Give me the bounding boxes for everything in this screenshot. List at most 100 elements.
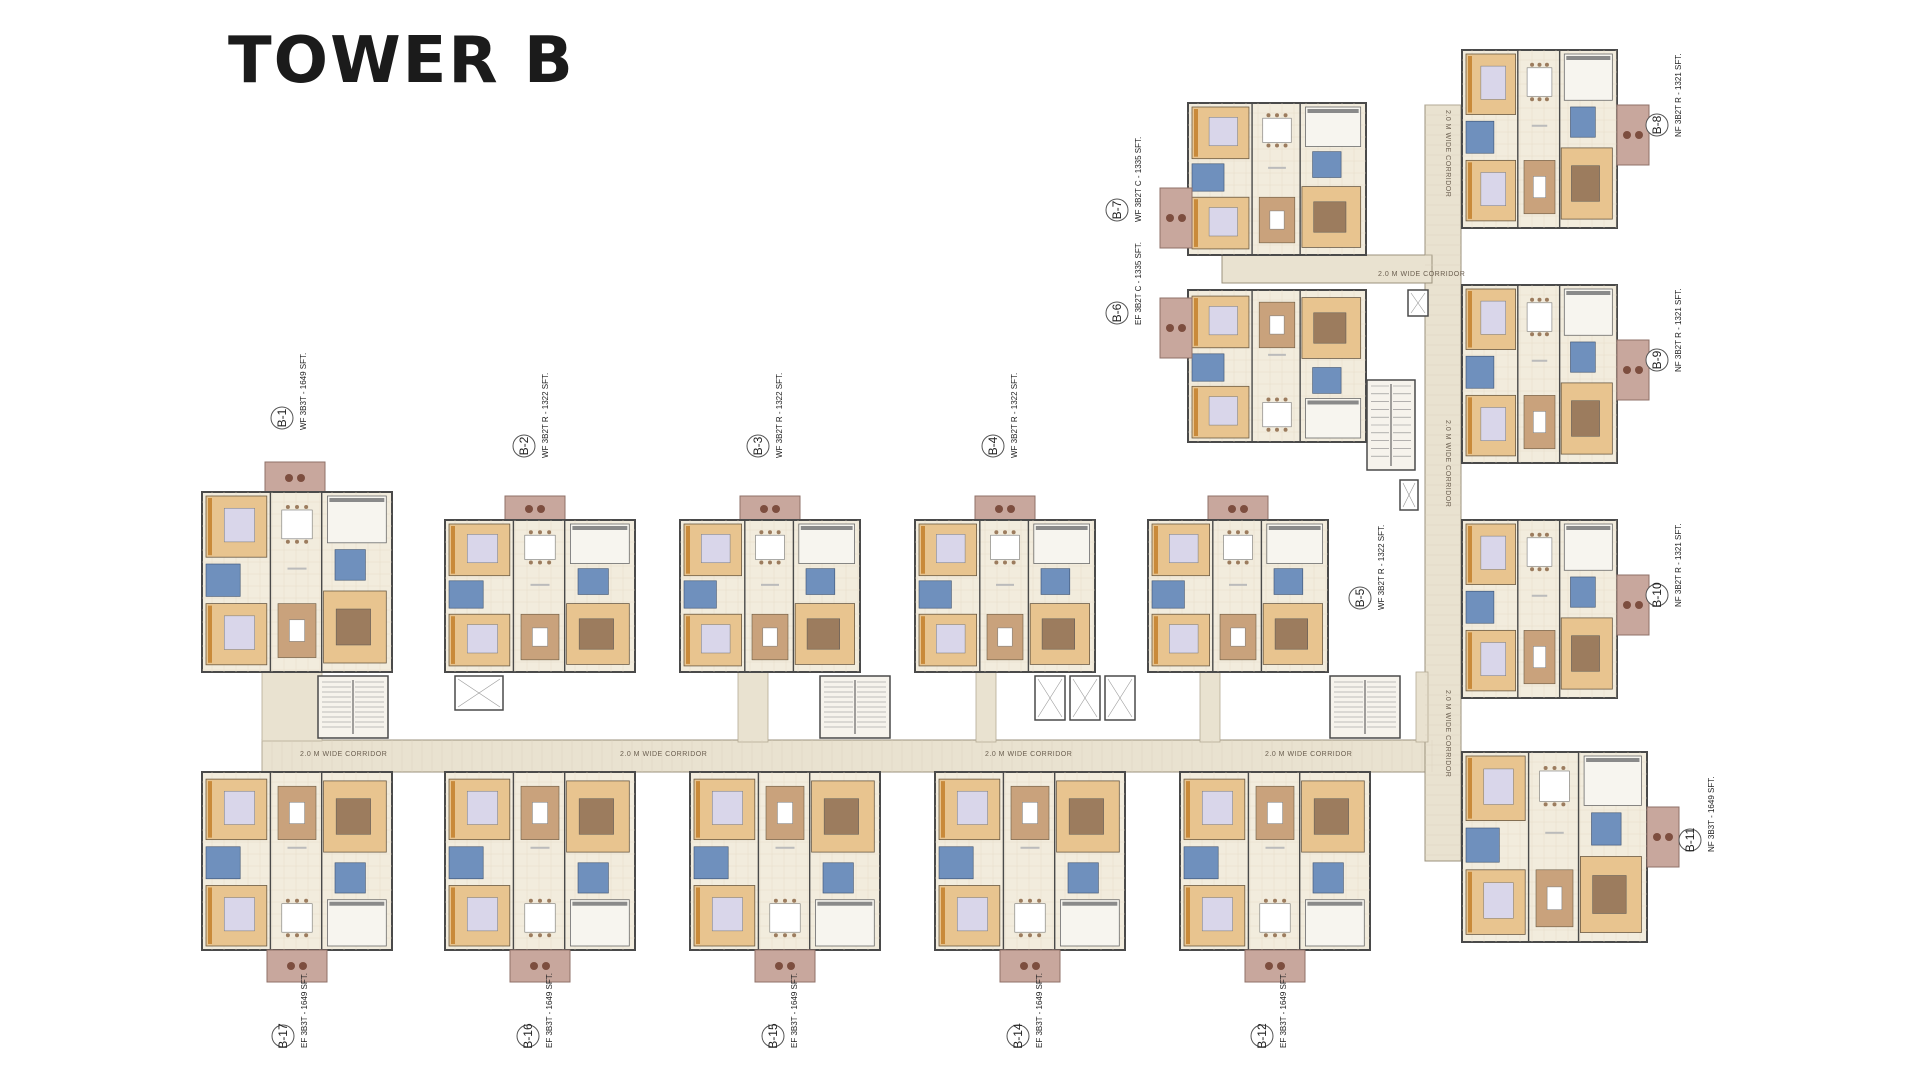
bed — [1480, 172, 1506, 206]
unit-id-text: B-2 — [517, 436, 531, 455]
kitchen-counter — [1307, 109, 1359, 113]
bathroom — [1465, 827, 1500, 863]
balcony-floor — [1616, 104, 1650, 166]
balcony-chair — [772, 505, 780, 513]
coffee-table — [1269, 315, 1285, 335]
balcony-chair — [1020, 962, 1028, 970]
balcony-chair — [1007, 505, 1015, 513]
bedroom — [683, 523, 742, 577]
chair — [1543, 802, 1548, 807]
chair — [1283, 113, 1288, 118]
chair — [1537, 532, 1542, 537]
corridor-connector — [975, 671, 997, 743]
dining-table — [1262, 117, 1292, 143]
unit-b6 — [1187, 289, 1367, 443]
kitchen-counter — [1566, 56, 1611, 60]
kitchen-counter — [800, 526, 853, 530]
kitchen — [327, 899, 387, 947]
bed — [711, 897, 743, 932]
balcony-chair — [1228, 505, 1236, 513]
room-label-mark — [775, 846, 795, 849]
bathroom — [1183, 846, 1219, 880]
unit-id-circle — [512, 434, 536, 458]
unit-spec-text: WF 3B2T C - 1335 SFT. — [1134, 137, 1143, 222]
chair — [994, 530, 999, 535]
unit-id-text: B-8 — [1650, 115, 1664, 134]
wardrobe — [1468, 758, 1472, 819]
balcony-floor — [1159, 297, 1193, 359]
unit-id-text: B-7 — [1110, 200, 1124, 219]
dining-table — [1526, 537, 1553, 567]
unit-spec-text: WF 3B2T R - 1322 SFT. — [1010, 373, 1019, 458]
bed — [1592, 875, 1627, 914]
bathroom — [205, 846, 241, 880]
unit-spec-text: NF 3B2T R - 1321 SFT. — [1674, 524, 1683, 607]
lift-2 — [1069, 675, 1101, 721]
bed — [578, 798, 614, 835]
bathroom — [1151, 580, 1185, 609]
chair — [1028, 933, 1032, 938]
dining-table — [1262, 402, 1292, 428]
east-corridor — [1424, 104, 1462, 862]
chair — [1003, 560, 1007, 565]
balcony-chair — [1635, 601, 1643, 609]
chair — [1530, 62, 1535, 67]
chair — [1544, 62, 1549, 67]
chair — [1282, 933, 1287, 938]
balcony-chair — [299, 962, 307, 970]
room-label-mark — [530, 846, 550, 849]
unit-id-circle — [1250, 1024, 1274, 1048]
bed — [1480, 407, 1506, 441]
coffee-table — [289, 802, 305, 824]
balcony-b14 — [999, 949, 1061, 983]
dining-table — [281, 509, 313, 540]
unit-b10 — [1461, 519, 1618, 699]
bathroom — [938, 846, 974, 880]
unit-spec-text: NF 3B3T - 1649 SFT. — [1707, 777, 1716, 852]
room-label-mark — [1531, 359, 1548, 362]
bed — [936, 534, 966, 564]
unit-id-circle — [1105, 198, 1129, 222]
unit-id-circle — [981, 434, 1005, 458]
bed — [578, 618, 614, 650]
unit-b3 — [679, 519, 861, 673]
bed — [1208, 306, 1238, 336]
unit-b17 — [201, 771, 393, 951]
balcony-chair — [297, 474, 305, 482]
bathroom — [1067, 862, 1099, 894]
balcony-floor — [504, 495, 566, 523]
chair — [1537, 297, 1542, 302]
bed — [956, 790, 988, 825]
tower-title: TOWER B — [228, 24, 575, 98]
unit-id-text: B-16 — [521, 1023, 535, 1049]
lift-cross — [1410, 292, 1426, 314]
chair — [304, 505, 309, 509]
chair — [1283, 143, 1288, 148]
staircase-east — [1329, 675, 1401, 739]
bed — [1571, 400, 1600, 437]
wardrobe — [208, 605, 212, 663]
chair — [1018, 933, 1023, 938]
chair — [285, 898, 290, 903]
bedroom — [1465, 159, 1516, 222]
chair — [1011, 530, 1016, 535]
bed — [466, 897, 498, 932]
balcony-chair — [285, 474, 293, 482]
dining-table — [524, 534, 556, 560]
unit-spec-text: NF 3B2T R - 1321 SFT. — [1674, 289, 1683, 372]
chair — [295, 898, 299, 903]
dining-table — [1223, 534, 1253, 560]
balcony-chair — [1623, 366, 1631, 374]
chair — [528, 530, 533, 535]
duct-north — [1399, 479, 1419, 511]
kitchen-counter — [1062, 901, 1118, 906]
balcony-b6 — [1159, 297, 1193, 359]
balcony-b8 — [1616, 104, 1650, 166]
